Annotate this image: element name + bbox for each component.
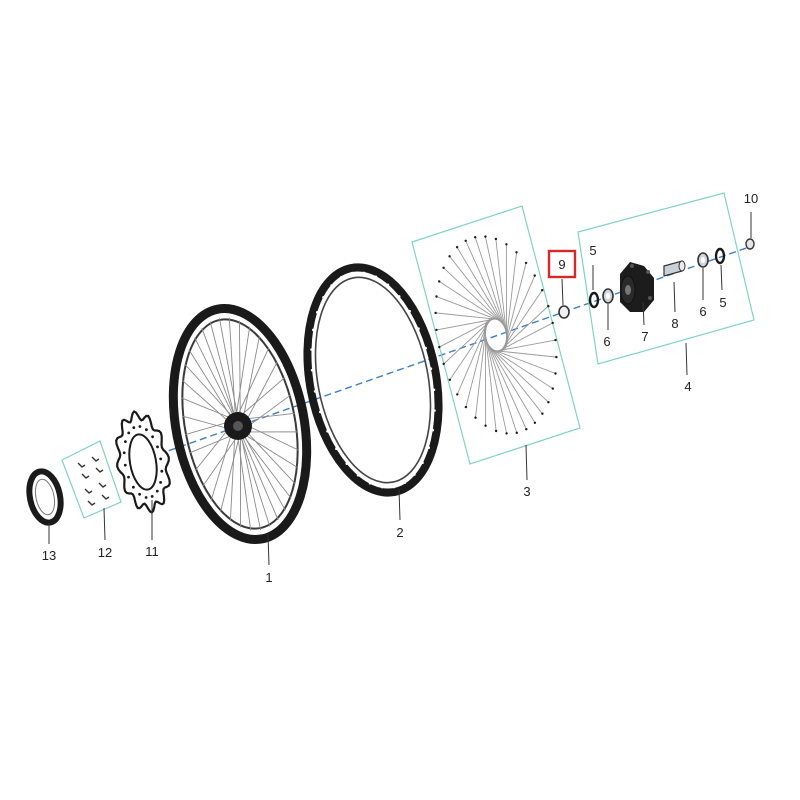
- bolt-set-frame: [61, 440, 122, 519]
- brake-disc: [115, 410, 171, 514]
- brake-disc-vent-holes: [122, 425, 164, 499]
- complete-wheel: [168, 304, 312, 544]
- callout-2: 2: [396, 525, 403, 540]
- callout-3: 3: [523, 484, 530, 499]
- callout-6-right: 6: [699, 304, 706, 319]
- callout-7: 7: [641, 329, 648, 344]
- inner-sleeve: [663, 260, 686, 277]
- callout-12: 12: [98, 545, 112, 560]
- sensor-ring: [26, 468, 64, 526]
- callout-6-left: 6: [603, 334, 610, 349]
- oil-seal-right: [714, 247, 726, 265]
- spoke-set-frame: [411, 205, 581, 465]
- leader-lines: [48, 212, 752, 566]
- callout-10: 10: [744, 191, 758, 206]
- hub-assembly-frame: [577, 192, 755, 365]
- callout-5-right: 5: [719, 295, 726, 310]
- callout-9: 9: [558, 257, 565, 272]
- bearing-left: [602, 288, 614, 304]
- hub: [620, 262, 654, 312]
- callout-11: 11: [145, 544, 159, 559]
- callout-8: 8: [671, 316, 678, 331]
- rim-spoke-holes: [310, 271, 436, 489]
- highlight-box: [547, 249, 577, 279]
- callout-13: 13: [42, 548, 56, 563]
- bearing-right: [697, 252, 709, 268]
- oil-seal-left: [588, 291, 600, 309]
- rim: [303, 263, 443, 497]
- callout-5-left: 5: [589, 243, 596, 258]
- spacer: [558, 305, 570, 319]
- callout-labels: 1 2 3 4 5 5 6 6 7 8 9 10 11 12 13: [42, 191, 758, 585]
- disc-bolts: [77, 456, 110, 506]
- axle-cap: [745, 238, 755, 250]
- callout-1: 1: [265, 570, 272, 585]
- spoke-set: [434, 235, 558, 435]
- callout-4: 4: [684, 379, 691, 394]
